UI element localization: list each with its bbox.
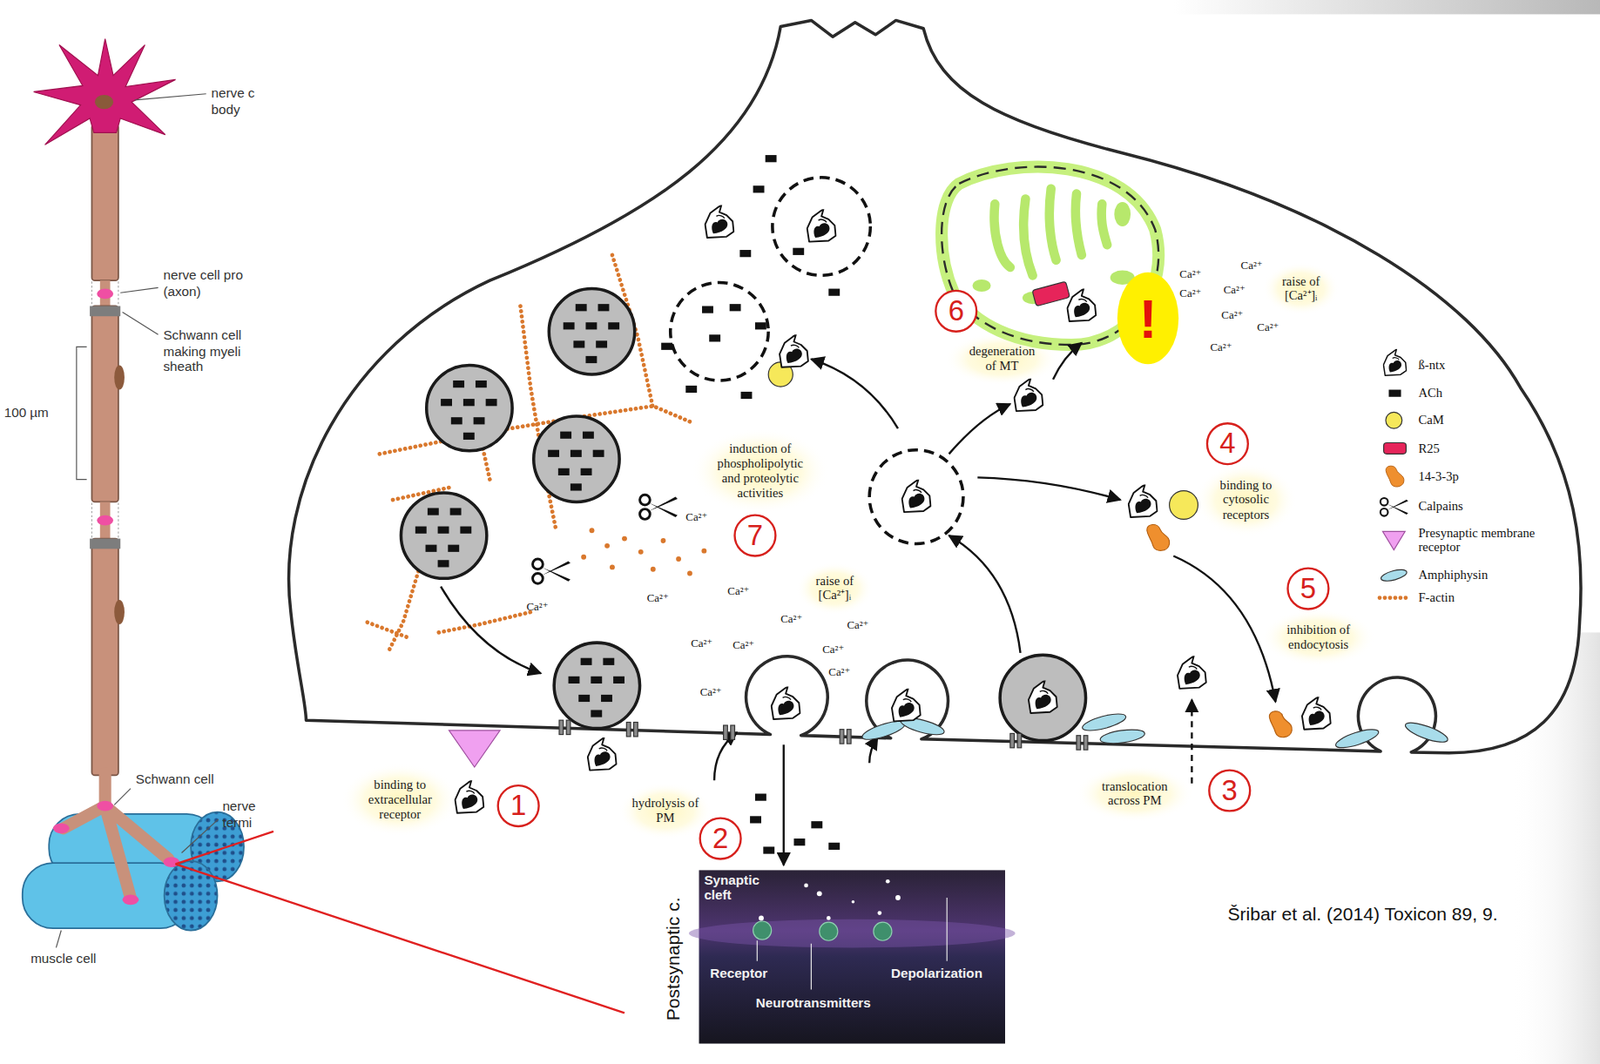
step-label: induction of phospholipolytic and proteo… — [706, 442, 814, 501]
step-label: raise of [Ca²⁺]ᵢ — [1273, 274, 1330, 304]
ion-label: Ca²⁺ — [685, 510, 708, 523]
legend-text: ß-ntx — [1417, 357, 1567, 373]
legend-text: Presynaptic membrane receptor — [1417, 526, 1567, 556]
neuron-label: nerve termi — [222, 798, 274, 831]
callout-number: 4 — [1219, 429, 1236, 459]
legend-swatch — [1379, 528, 1409, 554]
postsynaptic-photo — [688, 870, 1016, 1044]
ion-label: Ca²⁺ — [1209, 340, 1232, 353]
legend-swatch — [1385, 411, 1403, 429]
legend-swatch — [1379, 436, 1409, 461]
ion-label: Ca²⁺ — [526, 600, 549, 613]
inset-title: Postsynaptic c. — [664, 897, 683, 1021]
step-label: raise of [Ca²⁺]ᵢ — [806, 573, 863, 604]
neuron-label: muscle cell — [30, 951, 96, 967]
callout-number: 2 — [712, 824, 729, 854]
inset-label: Depolarization — [891, 966, 983, 983]
callout-number: 6 — [948, 297, 965, 326]
neuron-label: nerve c body — [211, 85, 273, 118]
ion-label: Ca²⁺ — [1221, 308, 1243, 321]
legend-swatch — [1379, 408, 1409, 433]
ion-label: Ca²⁺ — [732, 638, 755, 651]
legend-icons — [1379, 349, 1411, 598]
alert-mark: ! — [1138, 290, 1157, 346]
neuron-label: nerve cell pro (axon) — [162, 267, 260, 300]
f-actin-fragments — [580, 527, 707, 576]
legend-swatch — [1379, 464, 1409, 489]
ion-label: Ca²⁺ — [1179, 286, 1202, 299]
legend-swatch — [1383, 442, 1407, 454]
alert-ellipse — [1117, 272, 1179, 365]
neuron-label: 100 µm — [4, 405, 49, 421]
step-label: binding to cytosolic receptors — [1205, 478, 1288, 523]
beta-neurotoxin — [455, 204, 1331, 813]
docking-proteins — [559, 720, 1088, 750]
legend-text: ACh — [1417, 385, 1567, 401]
zoom-lines — [175, 831, 625, 1014]
legend-text: F-actin — [1417, 590, 1567, 606]
legend-swatch — [1385, 465, 1405, 487]
arrows — [440, 343, 1276, 866]
scissors — [533, 494, 678, 584]
callout-number: 5 — [1300, 574, 1317, 604]
ion-label: Ca²⁺ — [1179, 267, 1202, 280]
label-glows — [340, 262, 1376, 840]
ion-label: Ca²⁺ — [647, 592, 669, 605]
neuron-label: Schwann cell making myeli sheath — [162, 327, 260, 376]
ion-label: Ca²⁺ — [846, 618, 869, 631]
step-label: translocation across PM — [1088, 779, 1181, 810]
ion-label: Ca²⁺ — [822, 642, 844, 655]
f-actin — [367, 255, 695, 654]
leader-lines — [55, 94, 218, 949]
nerve-terminal-outline — [289, 20, 1581, 753]
callout-circles — [498, 290, 1330, 860]
protein-14-3-3 — [1147, 524, 1293, 737]
callout-number: 3 — [1221, 776, 1238, 806]
legend-swatch — [1379, 563, 1409, 588]
legend-text: Calpains — [1417, 499, 1567, 514]
acetylcholine — [661, 155, 840, 855]
callout-number: 7 — [747, 521, 763, 551]
ion-label: Ca²⁺ — [690, 636, 713, 649]
legend-text: CaM — [1417, 412, 1567, 428]
membrane-receptor — [448, 730, 500, 768]
ion-label: Ca²⁺ — [1223, 283, 1246, 297]
step-label: binding to extracellular receptor — [354, 777, 446, 823]
ion-label: Ca²⁺ — [780, 612, 803, 625]
legend-text: Amphiphysin — [1417, 567, 1567, 583]
ion-label: Ca²⁺ — [700, 685, 723, 698]
inset-label: Neurotransmitters — [756, 996, 871, 1013]
citation: Šribar et al. (2014) Toxicon 89, 9. — [1227, 904, 1498, 926]
calmodulin — [768, 362, 1198, 520]
legend-text: R25 — [1417, 441, 1567, 457]
callout-number: 1 — [510, 791, 527, 821]
inset-label: Receptor — [709, 966, 768, 983]
legend-swatch — [1382, 531, 1405, 550]
step-label: hydrolysis of PM — [629, 796, 702, 827]
legend-swatch — [1379, 567, 1408, 584]
step-label: inhibition of endocytosis — [1272, 622, 1364, 653]
ion-label: Ca²⁺ — [727, 584, 750, 597]
legend-text: 14-3-3p — [1417, 469, 1567, 485]
neuron-label: Schwann cell — [135, 771, 215, 788]
inset-label: Synaptic cleft — [703, 873, 777, 905]
ion-label: Ca²⁺ — [828, 665, 851, 678]
step-label: degeneration of MT — [965, 344, 1039, 375]
ion-label: Ca²⁺ — [1241, 259, 1263, 272]
ion-label: Ca²⁺ — [1256, 320, 1279, 333]
amphiphysin — [860, 710, 1451, 752]
empty-vesicles — [670, 177, 964, 545]
